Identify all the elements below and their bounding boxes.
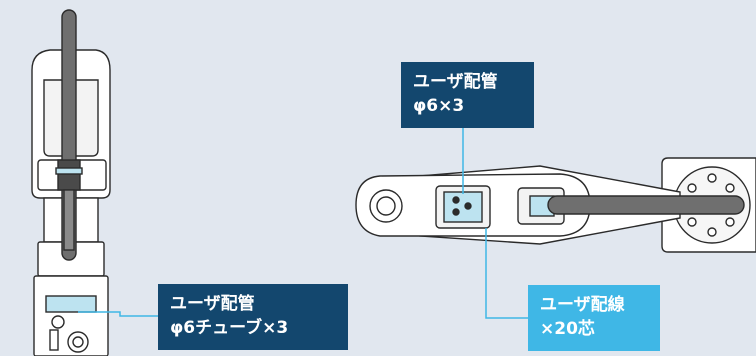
leader-wire (485, 228, 528, 319)
label-user-wiring-line2: ×20芯 (540, 319, 595, 339)
label-user-piping-top-line1: ユーザ配管 (413, 72, 498, 92)
label-user-piping-side-line1: ユーザ配管 (170, 294, 255, 314)
label-user-wiring: ユーザ配線 ×20芯 (528, 285, 660, 351)
label-user-piping-side: ユーザ配管 φ6チューブ×3 (158, 284, 348, 350)
robot-side-view (31, 9, 111, 356)
leader-pipe-side (78, 311, 158, 317)
label-user-piping-top-line2: φ6×3 (413, 96, 465, 116)
robot-top-view (355, 157, 756, 253)
label-user-wiring-line1: ユーザ配線 (540, 295, 625, 315)
label-user-piping-top: ユーザ配管 φ6×3 (401, 62, 534, 128)
leader-lines (78, 128, 528, 319)
label-user-piping-side-line2: φ6チューブ×3 (170, 318, 289, 338)
